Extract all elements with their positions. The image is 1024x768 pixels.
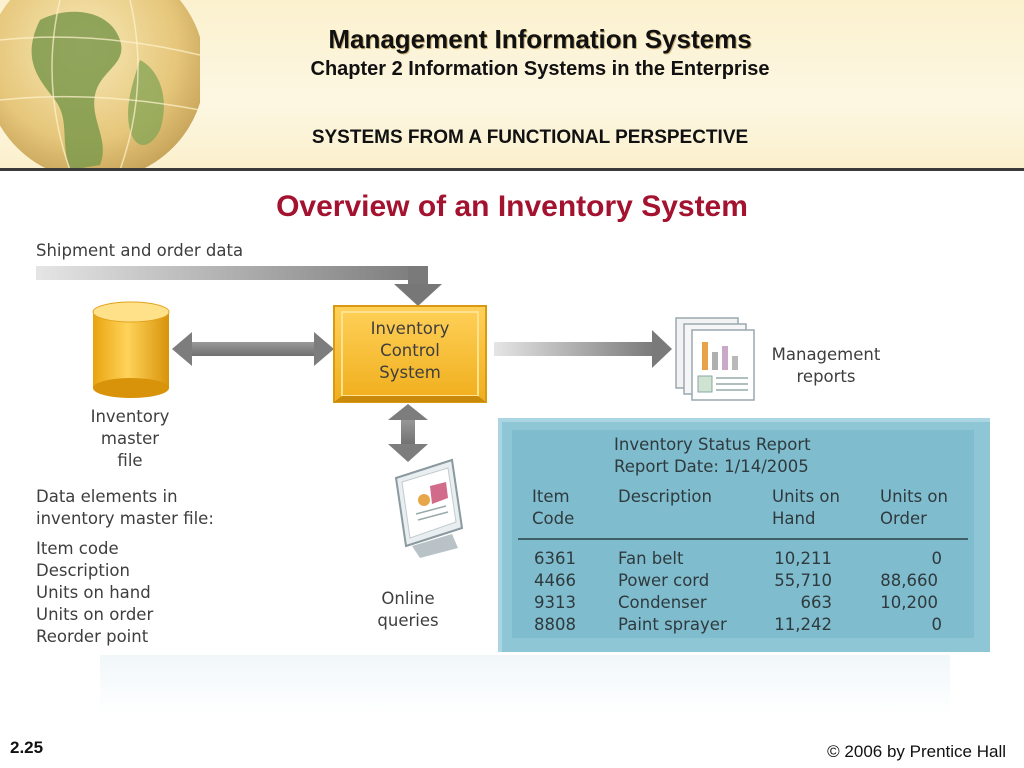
data-element-item: Reorder point [36,627,149,646]
globe-image [0,0,200,170]
control-system-box [333,305,487,403]
control-system-line: Control [380,341,440,360]
computer-monitor-icon [394,458,464,558]
slide-title: Overview of an Inventory System [276,190,748,223]
cell-item-code: 6361 [534,549,576,568]
header-divider [0,168,1024,171]
cell-units-on-order: 10,200 [880,593,938,612]
cell-units-on-order: 88,660 [880,571,938,590]
cell-description: Power cord [618,571,710,590]
reports-label-line: reports [796,367,856,386]
column-header-units-on-order: Units on Order [880,486,948,530]
master-file-line: master [100,429,160,448]
data-element-item: Description [36,561,130,580]
queries-label-line: queries [377,611,439,630]
cell-units-on-order: 0 [931,549,943,568]
control-system-label: Inventory Control System [338,318,482,384]
column-header-line: Order [880,509,927,528]
data-elements-heading: Data elements in inventory master file: [36,486,214,530]
report-date-line: Report Date: 1/14/2005 [614,457,809,476]
file-system-double-arrow [172,332,334,366]
status-report-inner [512,430,974,638]
section-title: SYSTEMS FROM A FUNCTIONAL PERSPECTIVE [311,127,749,148]
cell-units-on-hand: 10,211 [774,549,832,568]
reports-arrow [494,330,672,368]
cell-units-on-hand: 663 [800,593,833,612]
master-file-label: Inventory master file [68,406,192,472]
cell-description: Paint sprayer [618,615,727,634]
master-file-line: Inventory [90,407,170,426]
master-file-line: file [117,451,143,470]
course-title: Management Information Systems [328,24,752,54]
report-divider [518,538,968,540]
column-header-units-on-hand: Units on Hand [772,486,840,530]
column-header-line: Description [618,487,712,506]
reflection-fade [100,655,950,715]
column-header-line: Item [532,487,570,506]
shipment-label: Shipment and order data [36,241,244,260]
data-elements-list: Item code Description Units on hand Unit… [36,538,153,648]
reports-label: Management reports [752,344,900,388]
column-header-line: Units on [880,487,948,506]
cell-description: Fan belt [618,549,684,568]
reports-label-line: Management [771,345,881,364]
cell-item-code: 9313 [534,593,576,612]
slide-number: 2.25 [10,738,44,757]
reports-document-icon [675,317,755,401]
data-elements-heading-line: inventory master file: [36,509,214,528]
column-header-line: Units on [772,487,840,506]
report-title: Inventory Status Report Report Date: 1/1… [614,434,811,478]
shipment-arrow [36,266,442,306]
chapter-title: Chapter 2 Information Systems in the Ent… [310,58,770,80]
data-element-item: Units on hand [36,583,151,602]
report-title-line: Inventory Status Report [614,435,811,454]
column-header-line: Hand [772,509,816,528]
database-cylinder-icon [92,301,170,398]
column-header-item-code: Item Code [532,486,574,530]
cell-description: Condenser [618,593,707,612]
data-element-item: Units on order [36,605,154,624]
column-header-line: Code [532,509,575,528]
control-system-line: Inventory [370,319,450,338]
cell-units-on-hand: 55,710 [774,571,832,590]
cell-units-on-order: 0 [931,615,943,634]
cell-item-code: 8808 [534,615,576,634]
slide-header: Management Information Systems Chapter 2… [0,0,1024,170]
control-system-line: System [379,363,441,382]
data-element-item: Item code [36,539,119,558]
data-elements-heading-line: Data elements in [36,487,178,506]
queries-double-arrow [388,404,428,462]
cell-item-code: 4466 [534,571,576,590]
queries-label-line: Online [381,589,435,608]
cell-units-on-hand: 11,242 [774,615,832,634]
copyright-notice: © 2006 by Prentice Hall [827,742,1006,761]
queries-label: Online queries [356,588,460,632]
column-header-description: Description [618,486,712,508]
